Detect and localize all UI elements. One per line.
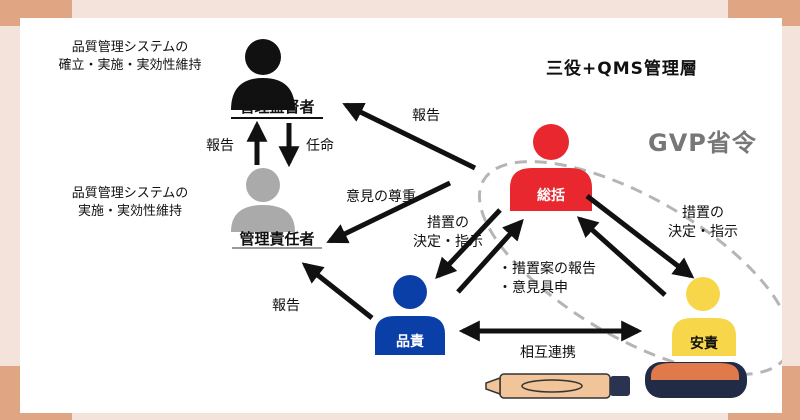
general-head <box>533 124 569 160</box>
relation-report-plan-line1: ・措置案の報告 <box>498 261 596 277</box>
whiteboard: 三役+QMS管理層 GVP省令 管理監督者 品質管理システムの 確立・実施・実効… <box>20 18 782 413</box>
supervisor-head <box>245 39 281 75</box>
relation-decide-safety-line1: 措置の <box>682 205 724 221</box>
arrow-general-to-quality <box>435 208 502 280</box>
supervisor-body <box>231 78 295 110</box>
safety-label: 安責 <box>690 336 718 352</box>
supervisor-label: 管理監督者 <box>239 98 315 116</box>
relation-decide-quality-line1: 措置の <box>427 215 469 231</box>
arrow-safety-to-general <box>576 216 667 297</box>
manager-duty-line2: 実施・実効性維持 <box>77 204 182 219</box>
relation-report-plan-line2: ・意見具申 <box>498 280 568 296</box>
relation-appoint: 任命 <box>306 138 334 154</box>
arrow-general-to-safety <box>585 194 695 279</box>
gvp-label: GVP省令 <box>648 129 757 157</box>
safety-figure <box>672 277 736 356</box>
relation-report-general: 報告 <box>412 108 440 124</box>
relation-report-up: 報告 <box>206 138 234 154</box>
arrow-general-to-manager <box>326 180 452 244</box>
relation-respect-opinion: 意見の尊重 <box>346 189 416 205</box>
diagram-title: 三役+QMS管理層 <box>546 59 698 79</box>
quality-label: 品責 <box>396 334 424 350</box>
quality-figure <box>375 275 445 355</box>
relation-decide-quality-line2: 決定・指示 <box>413 234 483 250</box>
arrow-general-to-supervisor <box>342 102 477 171</box>
supervisor-figure <box>231 39 295 110</box>
highlighter-pen-icon <box>485 373 630 399</box>
safety-head <box>686 277 720 311</box>
supervisor-duty-line1: 品質管理システムの <box>71 40 189 55</box>
supervisor-duty-line2: 確立・実施・実効性維持 <box>58 58 202 73</box>
relation-cooperation: 相互連携 <box>520 345 576 361</box>
relation-report-quality: 報告 <box>272 298 300 314</box>
relationship-diagram <box>231 39 782 399</box>
manager-figure <box>231 168 295 232</box>
manager-head <box>246 168 280 202</box>
quality-head <box>393 275 427 309</box>
general-body <box>510 168 592 211</box>
arrow-quality-to-manager <box>301 262 374 320</box>
manager-body <box>231 205 295 232</box>
manager-duty-line1: 品質管理システムの <box>71 186 189 201</box>
marker-pen-icon <box>645 362 747 398</box>
manager-label: 管理責任者 <box>239 230 315 248</box>
general-figure <box>510 124 592 211</box>
safety-body <box>672 318 736 356</box>
relation-decide-safety-line2: 決定・指示 <box>668 224 738 240</box>
arrow-quality-to-general <box>456 218 524 294</box>
general-label: 総括 <box>537 188 565 204</box>
quality-body <box>375 316 445 355</box>
